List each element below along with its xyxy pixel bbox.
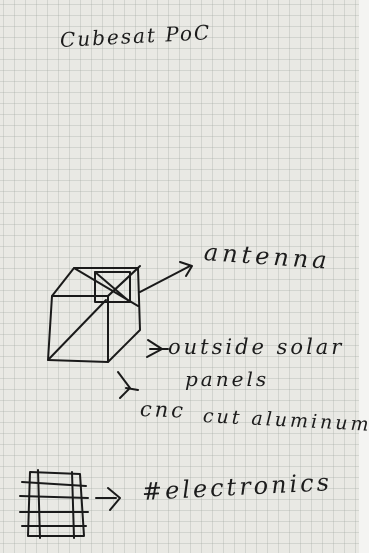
electronics-stack <box>27 471 85 537</box>
panel-diagonal <box>107 265 141 297</box>
label-outside-solar: outside solar <box>168 335 345 359</box>
arrow-antenna <box>139 261 193 293</box>
electronics-board <box>21 481 87 487</box>
antenna-box-diagonal <box>94 271 131 303</box>
arrow-electronics <box>95 487 121 511</box>
arrow-solar <box>146 339 169 358</box>
electronics-rod <box>71 471 75 539</box>
cube-right-face <box>107 267 141 363</box>
label-panels: panels <box>185 367 270 391</box>
arrow-cnc <box>117 371 139 399</box>
antenna-box <box>94 271 131 303</box>
label-cnc: cnc <box>139 397 187 423</box>
panel-diagonal <box>47 299 107 361</box>
electronics-board <box>19 495 89 499</box>
electronics-rod <box>37 469 41 539</box>
